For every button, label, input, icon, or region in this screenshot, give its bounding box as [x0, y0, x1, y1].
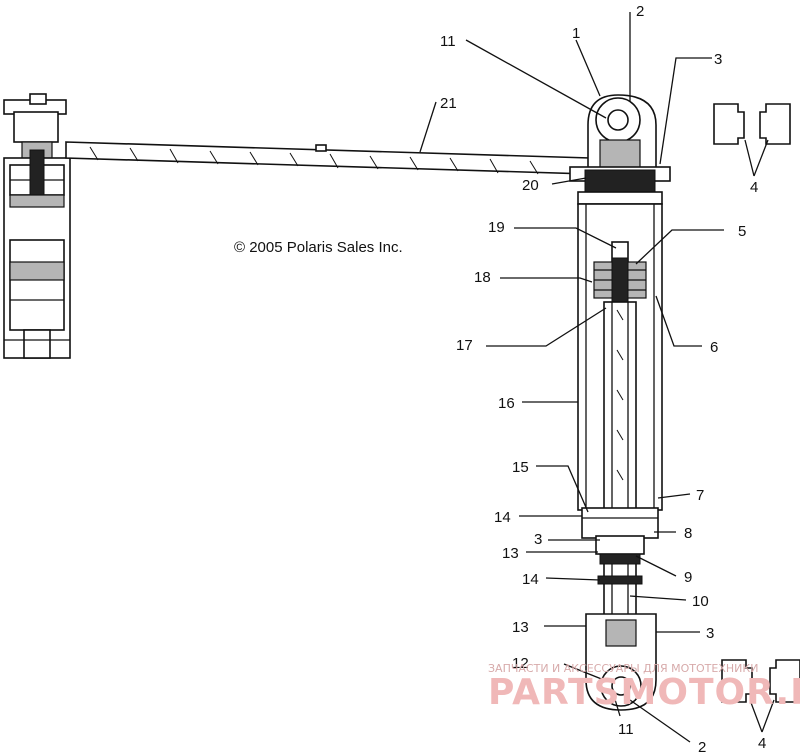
callout-12: 12	[512, 655, 529, 672]
callout-3-top: 3	[714, 51, 722, 68]
bumper	[597, 575, 643, 585]
watermark-caption: ЗАПЧАСТИ И АКСЕССУАРЫ ДЛЯ МОТОТЕХНИКИ	[488, 662, 758, 675]
top-eyelet	[587, 94, 657, 169]
callout-6: 6	[710, 339, 718, 356]
bottom-eyelet	[585, 613, 657, 711]
leader-lines	[419, 12, 775, 743]
callout-18: 16	[498, 395, 515, 412]
callout-3-mid: 3	[534, 531, 542, 548]
callout-22: 20	[522, 177, 539, 194]
callout-15: 13	[502, 545, 519, 562]
callout-9: 9	[684, 569, 692, 586]
callout-13: 13	[512, 619, 529, 636]
body-cap	[569, 166, 671, 205]
copyright-text: © 2005 Polaris Sales Inc.	[234, 239, 403, 256]
callout-2-top: 2	[636, 3, 644, 20]
callout-17: 15	[512, 459, 529, 476]
bushing-pair-bottom	[721, 659, 800, 703]
callout-labels: 11 1 2 3 4 21 20 19 5 18 17 6 16 15 7 14…	[440, 3, 766, 756]
callout-14: 14	[522, 571, 539, 588]
piston-assembly	[593, 241, 647, 303]
callout-5: 5	[738, 223, 746, 240]
callout-7: 7	[696, 487, 704, 504]
watermark-logo: PARTSMOTOR.RU	[488, 672, 800, 713]
seal-head	[581, 507, 659, 565]
callout-16: 14	[494, 509, 511, 526]
callout-11-top: 11	[440, 33, 456, 50]
callout-19: 17	[456, 337, 473, 354]
callout-21: 19	[488, 219, 505, 236]
callout-4-bottom: 4	[758, 735, 766, 752]
callout-4-top: 4	[750, 179, 758, 196]
reservoir-hose	[65, 141, 591, 175]
callout-3-bottom: 3	[706, 625, 714, 642]
reservoir-assembly	[3, 93, 71, 359]
callout-8: 8	[684, 525, 692, 542]
callout-2-bottom: 2	[698, 739, 706, 756]
callout-1: 1	[572, 25, 580, 42]
callout-10: 10	[692, 593, 709, 610]
callout-20: 18	[474, 269, 491, 286]
callout-11-bottom: 11	[618, 721, 634, 738]
callout-23: 21	[440, 95, 457, 112]
bushing-pair-top	[713, 103, 791, 145]
